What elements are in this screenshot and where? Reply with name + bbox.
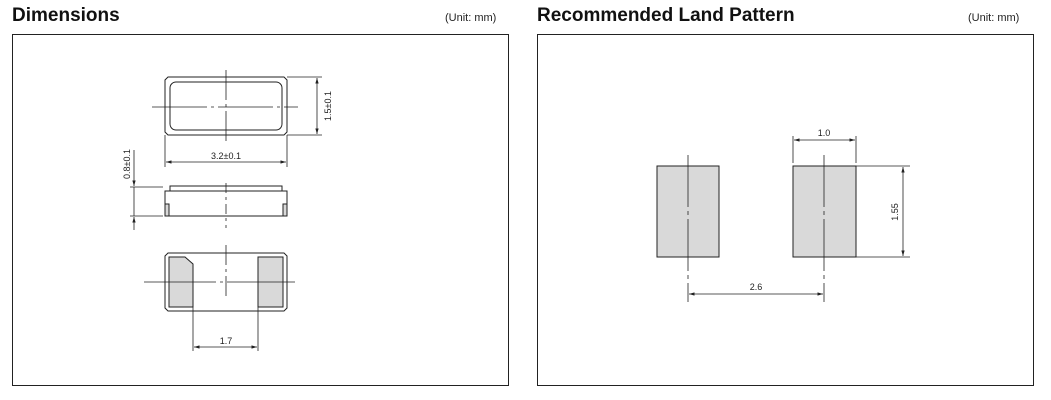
land-pattern-unit: (Unit: mm) (968, 12, 1020, 24)
height-label: 0.8±0.1 (122, 149, 132, 179)
side-view: 0.8±0.1 (122, 149, 288, 230)
dimensions-title: Dimensions (12, 5, 120, 26)
pad-width-label: 1.0 (818, 128, 831, 138)
dimensions-unit: (Unit: mm) (445, 12, 497, 24)
land-pad-right (792, 165, 857, 258)
width-label: 1.5±0.1 (323, 91, 333, 121)
land-pattern-panel: 1.0 1.55 2.6 (537, 34, 1034, 386)
pitch-label: 2.6 (750, 282, 763, 292)
land-pattern-title: Recommended Land Pattern (537, 5, 795, 26)
dimensions-panel: 1.5±0.1 3.2±0.1 0.8±0.1 (12, 34, 509, 386)
top-view: 1.5±0.1 3.2±0.1 (152, 70, 333, 167)
pad-height-label: 1.55 (890, 203, 900, 221)
length-label: 3.2±0.1 (211, 151, 241, 161)
bottom-view: 1.7 (144, 245, 295, 351)
terminal-gap-label: 1.7 (220, 336, 233, 346)
